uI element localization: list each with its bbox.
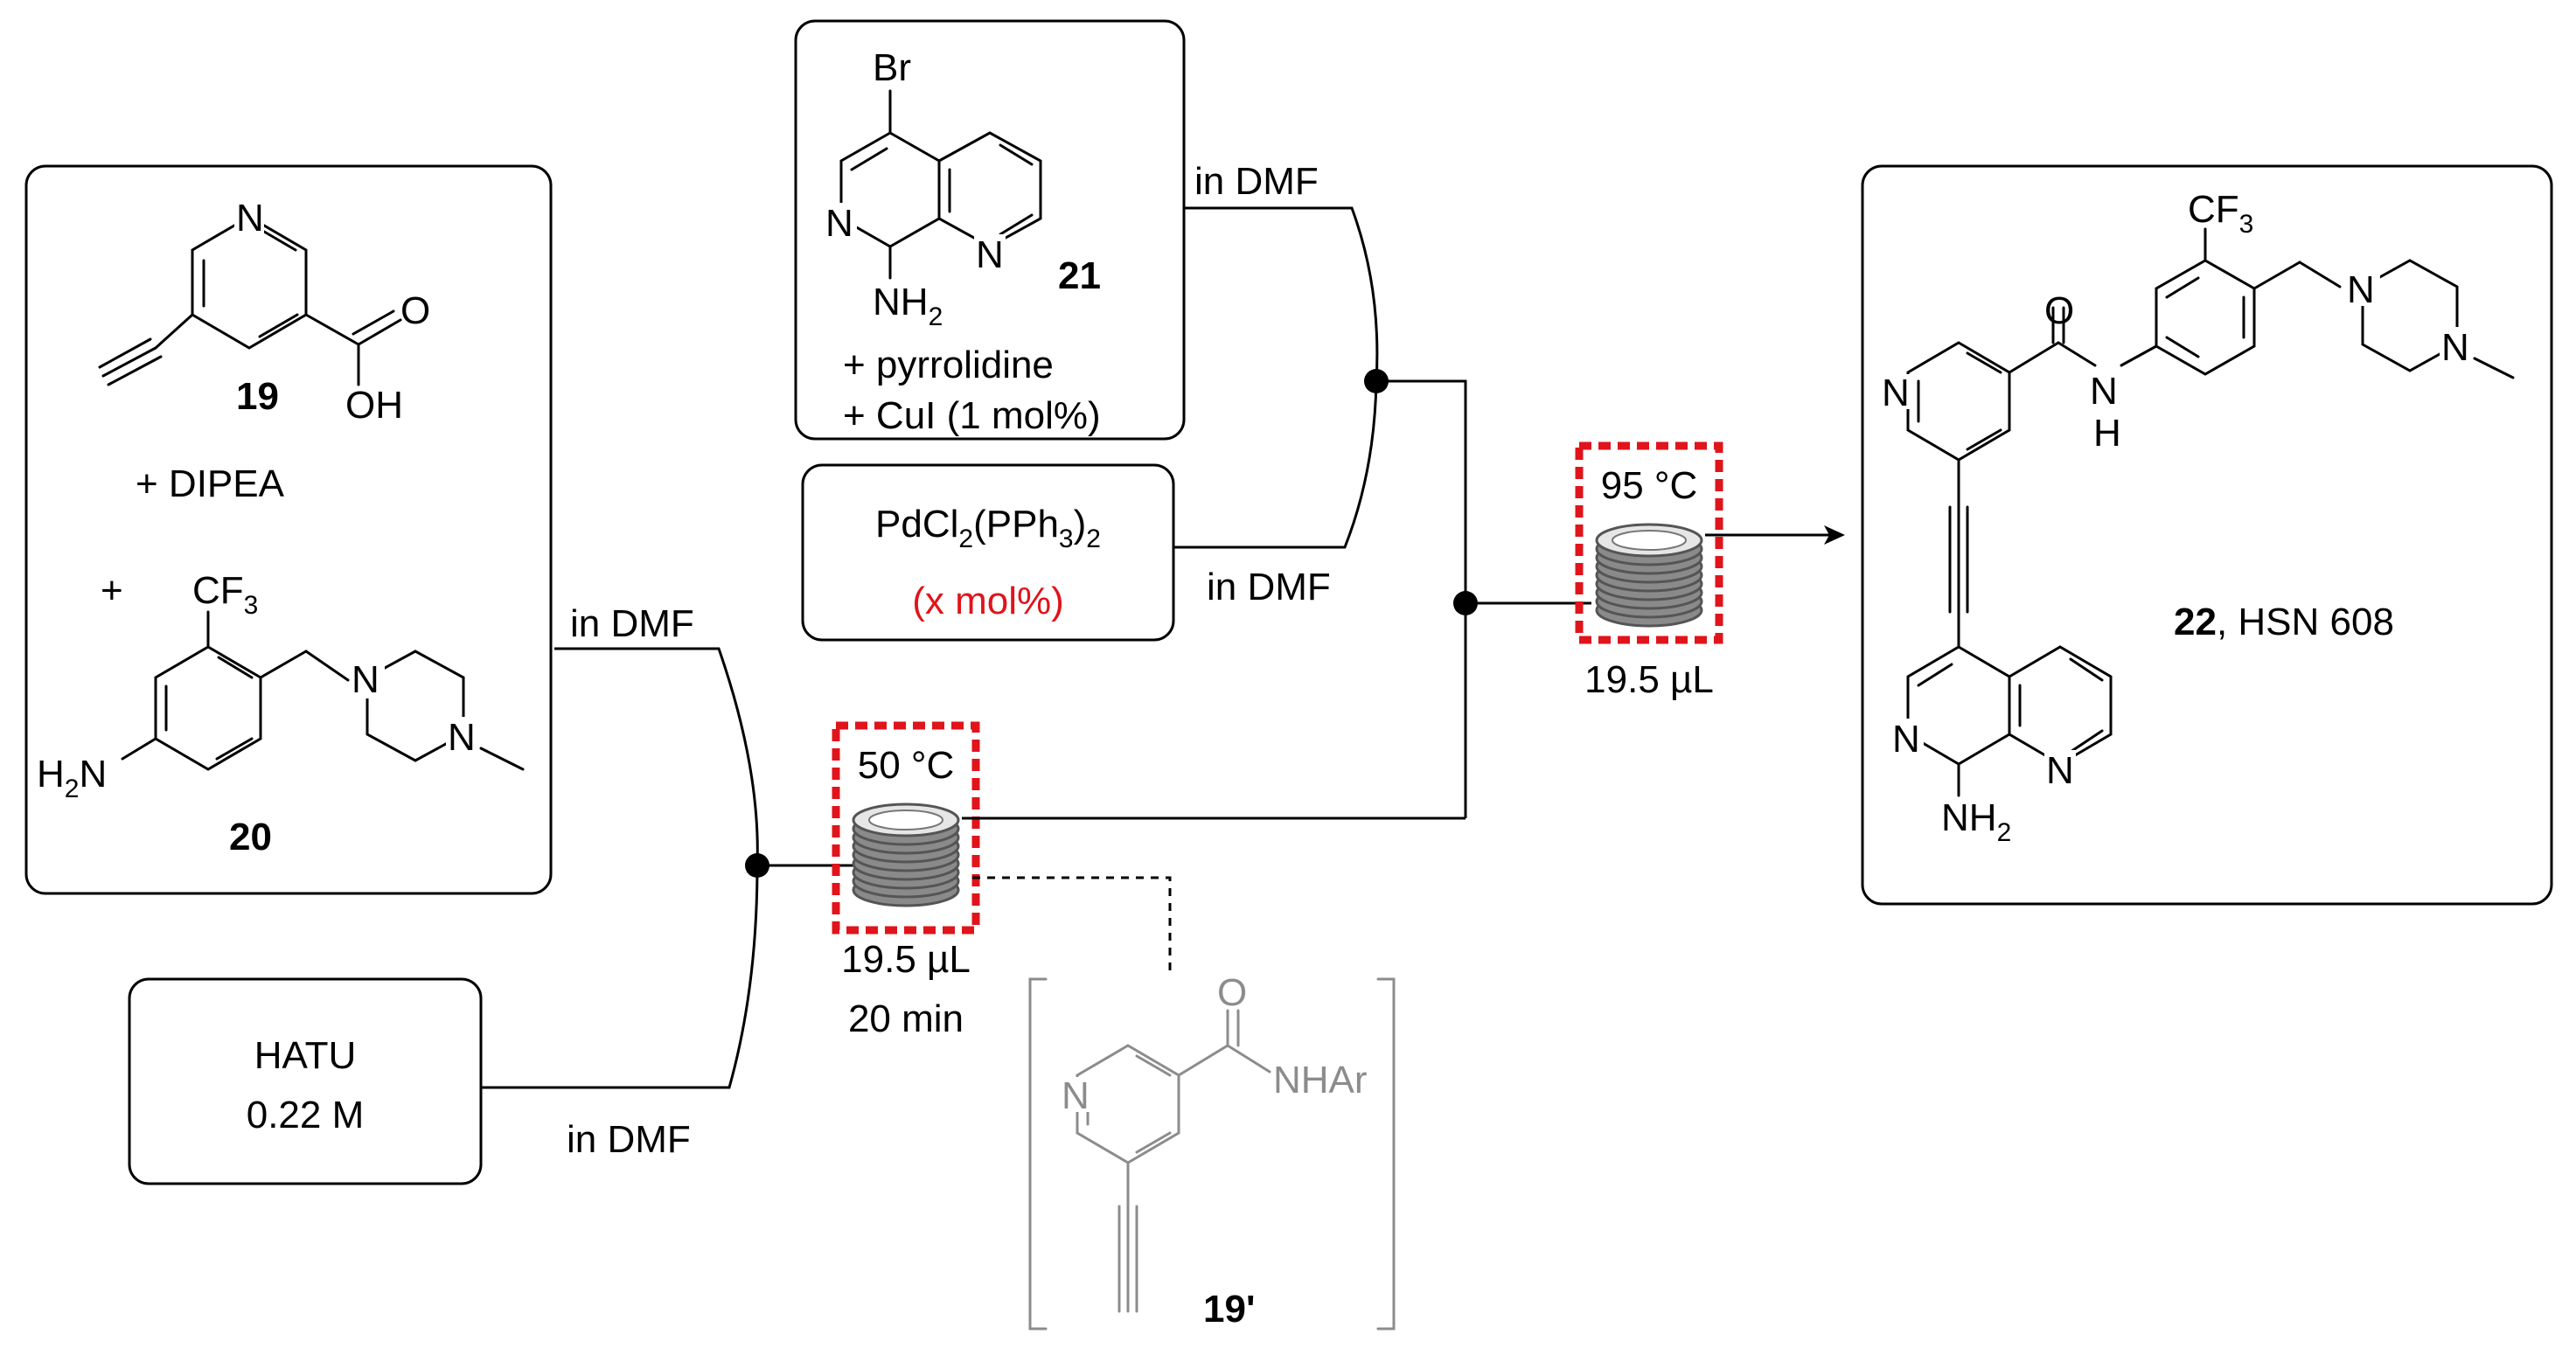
coil-reactor-1: 50 °C	[832, 721, 980, 935]
coil-stack-2	[1595, 523, 1703, 628]
structure-22: N O N H CF3 N N	[1882, 188, 2515, 847]
cui-label: + CuI (1 mol%)	[843, 394, 1101, 437]
aniline-ring	[154, 645, 262, 771]
intermediate-connector	[972, 876, 1172, 972]
coil-reactor-2: 95 °C	[1575, 441, 1723, 644]
atom-n-22c: N	[2441, 326, 2469, 369]
bracket-left	[1028, 977, 1048, 1331]
feed-line-lower-1	[481, 865, 759, 1089]
atom-n-22e: N	[2046, 749, 2074, 792]
nh2-22: NH2	[1941, 796, 2011, 847]
atom-n-21a: N	[825, 202, 853, 245]
atom-h-amide: H	[2093, 412, 2121, 455]
product-label: 22, HSN 608	[2174, 601, 2394, 643]
hatu-label: HATU	[254, 1034, 357, 1077]
bracket-right	[1376, 977, 1396, 1331]
reagent-box-19-20	[24, 164, 553, 895]
reagent-box-pd	[801, 463, 1175, 642]
atom-n-21b: N	[976, 233, 1004, 276]
atom-oh-19: OH	[345, 384, 403, 427]
solvent-label-1: in DMF	[570, 602, 694, 645]
hatu-concentration: 0.22 M	[247, 1094, 365, 1136]
atom-o-19: O	[400, 289, 430, 332]
heating-zone-2	[1575, 441, 1723, 644]
dipea-label: + DIPEA	[136, 462, 285, 505]
atom-br-21: Br	[873, 46, 911, 89]
product-pyridine-ring	[1906, 341, 2011, 462]
nhar-label: NHAr	[1273, 1059, 1368, 1101]
h2n-20: H2N	[37, 753, 107, 803]
compound-label-19: 19	[236, 375, 279, 418]
pyridine-ring	[191, 215, 308, 350]
atom-n-22d: N	[1892, 718, 1920, 761]
merge-line-2	[1376, 379, 1467, 603]
solvent-label-2: in DMF	[567, 1118, 691, 1161]
reactor-1-temperature: 50 °C	[858, 744, 955, 787]
arrow-head-icon	[1824, 525, 1845, 545]
solvent-label-4: in DMF	[1207, 566, 1331, 608]
structure-19: N O OH 19	[98, 197, 430, 427]
reactor-1-time: 20 min	[848, 997, 964, 1040]
solvent-label-3: in DMF	[1194, 160, 1319, 203]
feed-line-lower-2	[1173, 380, 1378, 549]
atom-n-amide: N	[2090, 370, 2118, 413]
cf3-22: CF3	[2188, 188, 2253, 239]
pyrrolidine-label: + pyrrolidine	[843, 344, 1054, 386]
feed-line-upper-2	[1184, 206, 1379, 382]
reactor-2-temperature: 95 °C	[1601, 464, 1698, 507]
plus-sign: +	[101, 569, 123, 612]
coil-stack-1	[852, 803, 960, 907]
coil-core	[1612, 530, 1687, 551]
atom-n-19: N	[236, 197, 264, 240]
coil-core	[868, 810, 943, 830]
cf3-20: CF3	[192, 569, 258, 620]
atom-n-22b: N	[2347, 268, 2375, 311]
reagent-box-hatu	[128, 977, 483, 1185]
product-aryl-ring	[2155, 259, 2256, 376]
intermediate-label: 19'	[1203, 1288, 1255, 1331]
product-box-22	[1861, 164, 2553, 906]
naphthyridine-ring-b	[937, 131, 1042, 248]
heating-zone-1	[832, 721, 980, 935]
atom-n-22a: N	[1882, 372, 1910, 414]
pd-loading-label: (x mol%)	[912, 580, 1064, 622]
atom-n-19prime: N	[1062, 1074, 1090, 1117]
intermediate-19prime: N O NHAr	[1028, 971, 1396, 1331]
structure-20: CF3 H2N N N 20	[37, 569, 525, 858]
pd-catalyst-label: PdCl2(PPh3)2	[875, 503, 1101, 553]
reactor-2-volume: 19.5 µL	[1584, 658, 1714, 701]
structure-21: Br N N NH2 21	[825, 46, 1101, 331]
compound-label-20: 20	[229, 816, 272, 858]
nh2-21: NH2	[873, 281, 943, 331]
feed-line-upper-1	[554, 647, 759, 866]
atom-o-19prime: O	[1217, 971, 1247, 1014]
product-naphthyridine-ring-b	[2008, 645, 2113, 766]
atom-n-20b: N	[448, 716, 476, 759]
reactor-1-volume: 19.5 µL	[841, 938, 971, 981]
reagent-box-21	[794, 19, 1186, 441]
compound-label-21: 21	[1058, 254, 1101, 297]
atom-n-20a: N	[352, 658, 379, 701]
atom-o-22: O	[2044, 289, 2074, 332]
